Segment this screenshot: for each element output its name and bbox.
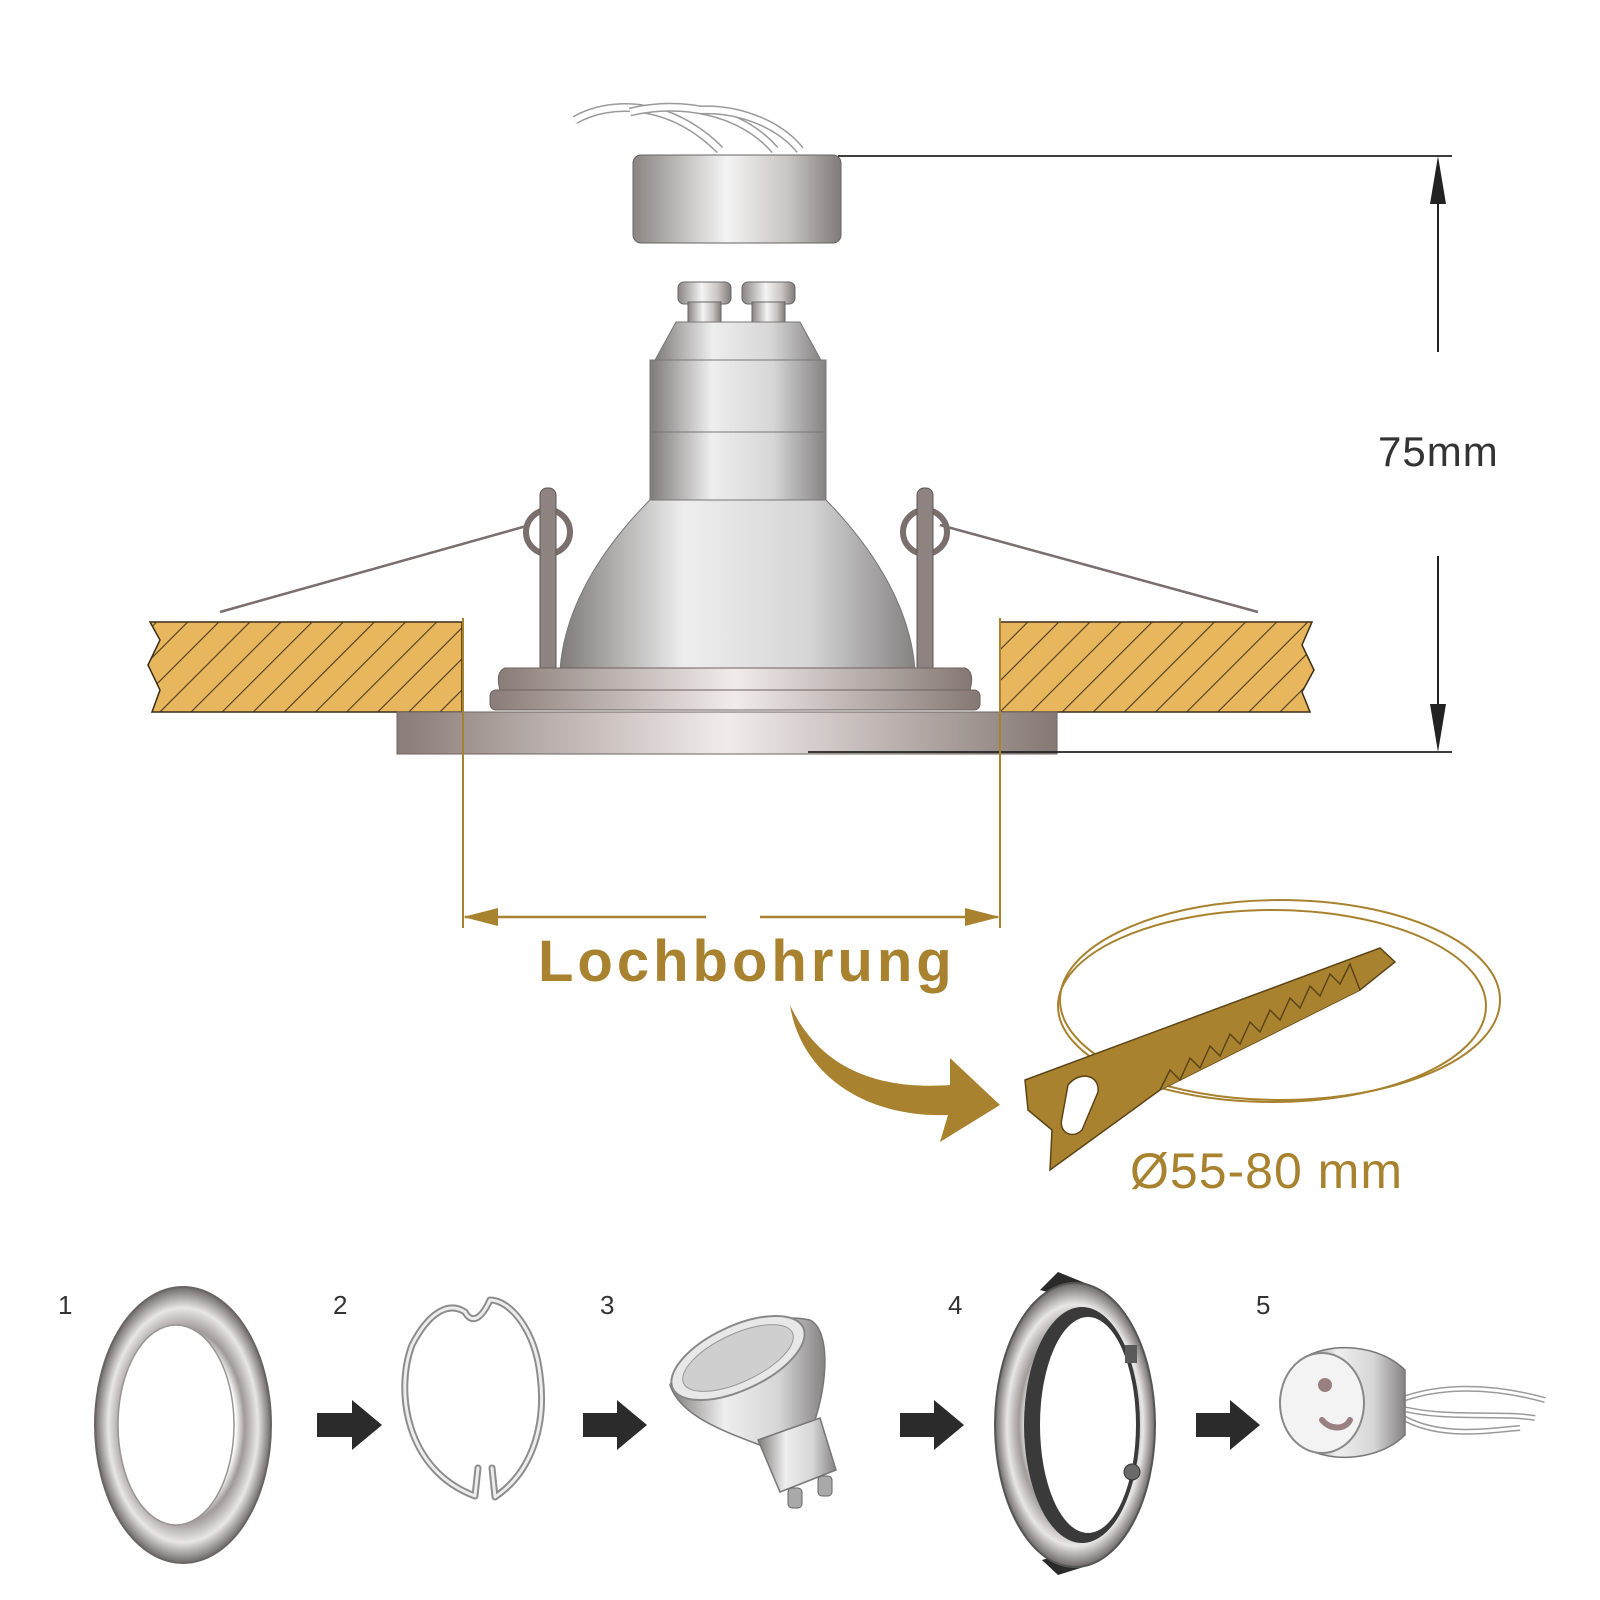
step-4-mounting-frame bbox=[994, 1272, 1156, 1575]
arrow-right-icon bbox=[317, 1400, 382, 1450]
arrow-right-icon bbox=[1196, 1400, 1260, 1450]
gu10-bulb-body bbox=[559, 321, 916, 671]
step-number-5: 5 bbox=[1256, 1290, 1271, 1320]
step-number-1: 1 bbox=[58, 1290, 73, 1320]
step-3-gu10-bulb bbox=[669, 1314, 837, 1509]
ceiling-left-section bbox=[147, 621, 463, 713]
spotlight-housing bbox=[396, 667, 1058, 755]
keyhole-saw-icon bbox=[1024, 947, 1397, 1172]
height-dimension-label: 75mm bbox=[1378, 428, 1499, 475]
ceiling-right-section bbox=[999, 621, 1315, 713]
hole-cut-label: Lochbohrung bbox=[538, 929, 956, 994]
height-dimension bbox=[808, 155, 1452, 753]
bulb-pins bbox=[677, 281, 796, 325]
step-2-spring-clip bbox=[401, 1296, 546, 1501]
step-1-trim-ring bbox=[94, 1286, 272, 1564]
hole-dimension bbox=[462, 618, 1001, 928]
curved-arrow-icon bbox=[790, 1005, 1000, 1142]
step-number-2: 2 bbox=[333, 1290, 348, 1320]
hole-diameter-label: Ø55-80 mm bbox=[1130, 1143, 1403, 1199]
step-5-gu10-socket bbox=[1279, 1346, 1546, 1459]
spring-wire-left bbox=[219, 523, 531, 614]
gu10-socket-cap bbox=[572, 102, 842, 244]
cut-circle-icon bbox=[1057, 899, 1501, 1103]
arrow-right-icon bbox=[583, 1400, 647, 1450]
spring-wire-right bbox=[939, 523, 1259, 614]
step-number-3: 3 bbox=[600, 1290, 615, 1320]
step-number-4: 4 bbox=[948, 1290, 963, 1320]
clip-bracket-left bbox=[523, 487, 573, 674]
arrow-right-icon bbox=[900, 1400, 964, 1450]
